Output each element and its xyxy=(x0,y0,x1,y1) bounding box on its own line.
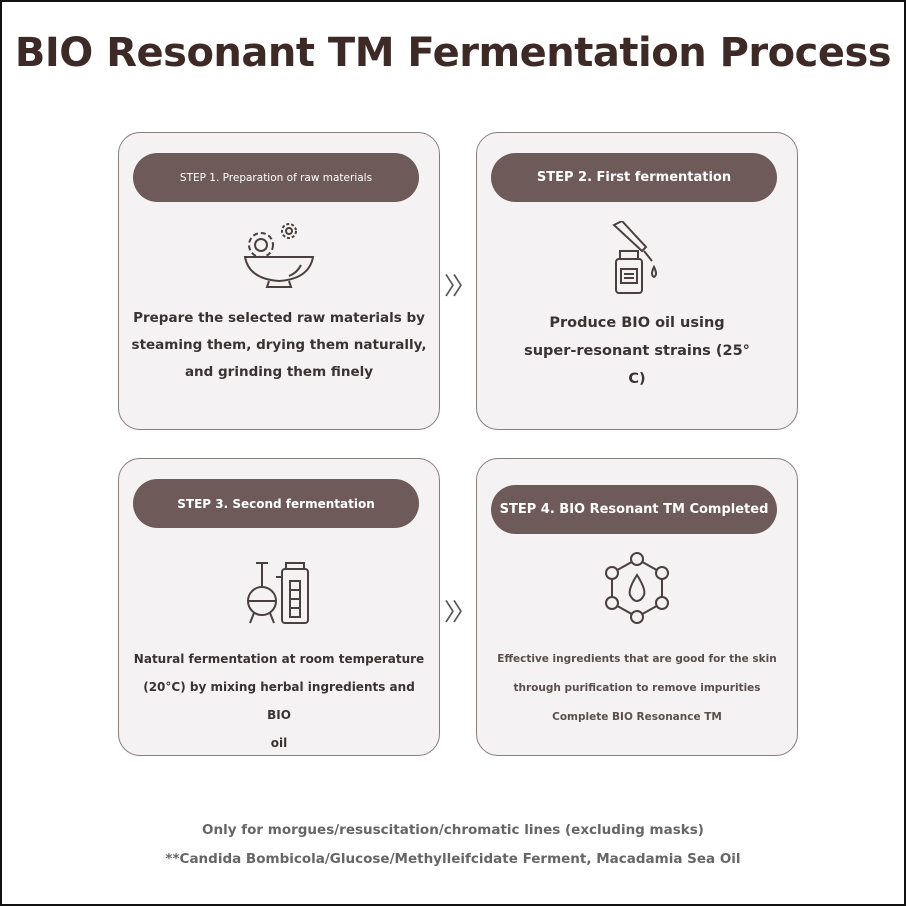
step-4-pill: STEP 4. BIO Resonant TM Completed xyxy=(491,485,777,534)
desc-line: Complete BIO Resonance TM xyxy=(552,711,722,723)
desc-line: and grinding them finely xyxy=(184,364,374,380)
desc-line: Produce BIO oil using xyxy=(549,315,725,331)
arrow-right-icon: 〉〉 xyxy=(444,272,476,300)
desc-line: super-resonant strains (25° xyxy=(524,343,750,359)
desc-line: (20°C) by mixing herbal ingredients and … xyxy=(143,680,415,722)
desc-line: Natural fermentation at room temperature xyxy=(133,652,425,666)
desc-line: through purification to remove impuritie… xyxy=(513,682,761,694)
step-2-description: Produce BIO oil using super-resonant str… xyxy=(489,309,785,393)
desc-line: Prepare the selected raw materials by xyxy=(133,310,425,326)
molecule-drop-icon xyxy=(605,552,669,624)
footer-note: Only for morgues/resuscitation/chromatic… xyxy=(202,822,704,838)
footer-ingredients: **Candida Bombicola/Glucose/Methylleifci… xyxy=(165,851,741,867)
step-4-card: STEP 4. BIO Resonant TM Completed Effect… xyxy=(476,458,798,756)
step-4-description: Effective ingredients that are good for … xyxy=(489,645,785,732)
desc-line: oil xyxy=(270,736,288,750)
desc-line: C) xyxy=(628,371,646,387)
fermentation-flask-icon xyxy=(247,562,309,624)
desc-line: Effective ingredients that are good for … xyxy=(497,653,777,665)
step-2-card: STEP 2. First fermentation Produce BIO o… xyxy=(476,132,798,430)
step-3-pill: STEP 3. Second fermentation xyxy=(133,479,419,528)
step-1-pill: STEP 1. Preparation of raw materials xyxy=(133,153,419,202)
arrow-right-icon: 〉〉 xyxy=(444,598,476,626)
bowl-flowers-icon xyxy=(243,223,315,288)
step-3-card: STEP 3. Second fermentation Natural ferm… xyxy=(118,458,440,756)
step-2-pill: STEP 2. First fermentation xyxy=(491,153,777,202)
dropper-bottle-icon xyxy=(612,221,657,294)
step-1-description: Prepare the selected raw materials by st… xyxy=(131,305,427,386)
page-title: BIO Resonant TM Fermentation Process xyxy=(14,30,892,76)
desc-line: steaming them, drying them naturally, xyxy=(131,337,427,353)
step-1-card: STEP 1. Preparation of raw materials Pre… xyxy=(118,132,440,430)
step-3-description: Natural fermentation at room temperature… xyxy=(131,645,427,757)
